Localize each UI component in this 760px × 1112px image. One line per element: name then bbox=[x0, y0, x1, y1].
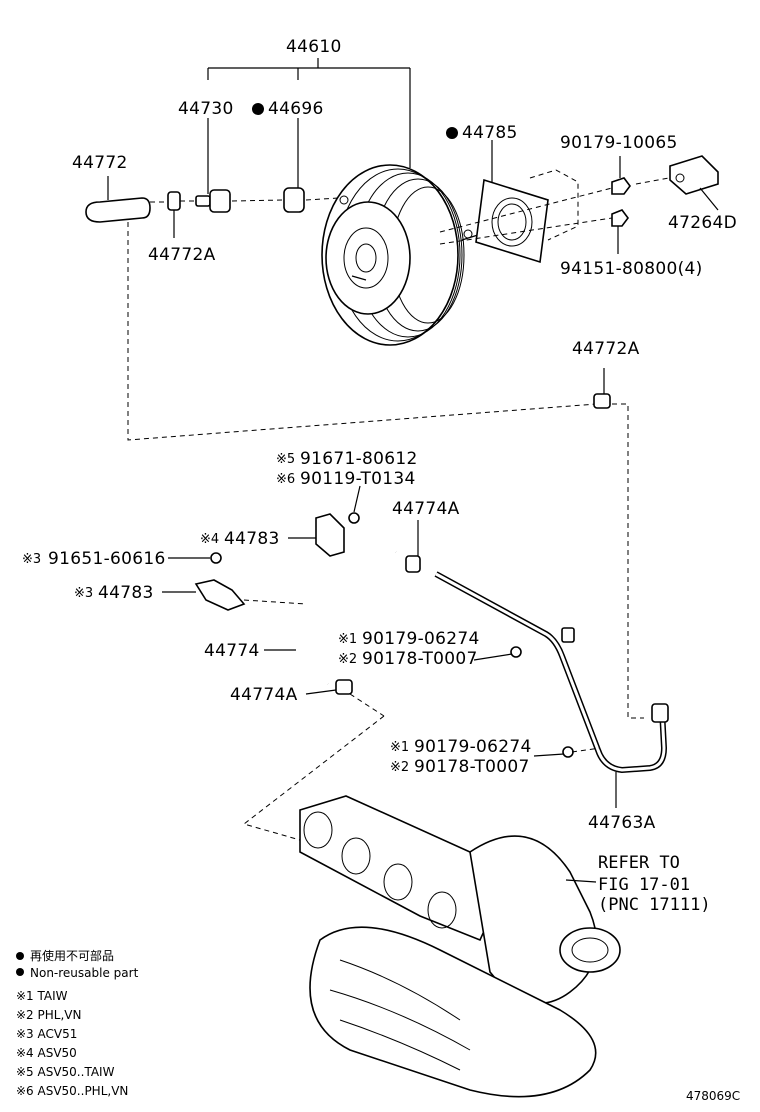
label-90178-t0007-b: 90178-T0007 bbox=[414, 757, 530, 777]
label-44774a-lower: 44774A bbox=[230, 685, 298, 705]
label-90179-06274-a: 90179-06274 bbox=[362, 629, 480, 649]
label-44774a-mid: 44774A bbox=[392, 499, 460, 519]
label-44783-b: 44783 bbox=[98, 583, 154, 603]
legend-note-5: ※5 ASV50..TAIW bbox=[16, 1065, 115, 1079]
legend-note-3: ※3 ACV51 bbox=[16, 1027, 77, 1041]
bullet-icon bbox=[16, 952, 24, 960]
code-nut4: ※2 bbox=[390, 760, 409, 775]
code-nut1: ※1 bbox=[338, 632, 357, 647]
refer-line-3[interactable]: (PNC 17111) bbox=[598, 895, 711, 915]
code-bracket-a: ※4 bbox=[200, 532, 219, 547]
mount-dashes bbox=[439, 169, 681, 245]
clamp-right-drawing bbox=[593, 368, 611, 409]
label-44772a-right: 44772A bbox=[572, 339, 640, 359]
tube-44763a-drawing bbox=[434, 571, 669, 808]
label-90119-t0134: 90119-T0134 bbox=[300, 469, 416, 489]
code-screw: ※3 bbox=[22, 552, 41, 567]
code-nut2: ※2 bbox=[338, 652, 357, 667]
hose-44774-drawing bbox=[242, 520, 421, 841]
label-44772: 44772 bbox=[72, 153, 128, 173]
legend-en: Non-reusable part bbox=[30, 966, 139, 980]
label-90179-06274-b: 90179-06274 bbox=[414, 737, 532, 757]
bracket-47264d-drawing bbox=[669, 155, 719, 211]
dashed-route-main bbox=[127, 222, 644, 719]
gasket-drawing bbox=[475, 140, 549, 264]
code-clip-a: ※5 bbox=[276, 452, 295, 467]
bullet-icon bbox=[446, 127, 458, 139]
label-44763a: 44763A bbox=[588, 813, 656, 833]
refer-line-2[interactable]: FIG 17-01 bbox=[598, 875, 690, 895]
non-reusable-marker-44696 bbox=[252, 103, 264, 115]
label-44783-a: 44783 bbox=[224, 529, 280, 549]
legend-note-1: ※1 TAIW bbox=[16, 989, 68, 1003]
check-valve-drawing bbox=[195, 187, 339, 213]
bracket-44783-drawing bbox=[162, 485, 361, 651]
bullet-icon bbox=[16, 968, 24, 976]
code-nut3: ※1 bbox=[390, 740, 409, 755]
legend-note-6: ※6 ASV50..PHL,VN bbox=[16, 1084, 128, 1098]
label-44730: 44730 bbox=[178, 99, 234, 119]
label-44774: 44774 bbox=[204, 641, 260, 661]
fasteners-top bbox=[611, 156, 631, 254]
non-reusable-marker-44785 bbox=[446, 127, 458, 139]
label-91671-80612: 91671-80612 bbox=[300, 449, 418, 469]
label-91651-60616: 91651-60616 bbox=[48, 549, 166, 569]
label-44610: 44610 bbox=[286, 37, 342, 57]
brake-booster-drawing bbox=[321, 164, 501, 346]
label-90179-10065: 90179-10065 bbox=[560, 133, 678, 153]
label-94151-80800: 94151-80800(4) bbox=[560, 259, 703, 279]
figure-id: 478069C bbox=[686, 1089, 740, 1103]
bullet-icon bbox=[252, 103, 264, 115]
label-44785: 44785 bbox=[462, 123, 518, 143]
label-44696: 44696 bbox=[268, 99, 324, 119]
label-44772a-top: 44772A bbox=[148, 245, 216, 265]
code-clip-b: ※6 bbox=[276, 472, 295, 487]
code-bracket-b: ※3 bbox=[74, 586, 93, 601]
label-47264d: 47264D bbox=[668, 213, 737, 233]
bracket-lines-44610 bbox=[207, 58, 411, 194]
legend-jp: 再使用不可部品 bbox=[30, 948, 114, 963]
legend: 再使用不可部品 Non-reusable part ※1 TAIW ※2 PHL… bbox=[16, 948, 139, 1098]
legend-note-4: ※4 ASV50 bbox=[16, 1046, 77, 1060]
hose-44772-drawing bbox=[85, 176, 196, 238]
intake-manifold-drawing bbox=[299, 795, 621, 1098]
label-90178-t0007-a: 90178-T0007 bbox=[362, 649, 478, 669]
refer-line-1[interactable]: REFER TO bbox=[598, 853, 680, 873]
legend-note-2: ※2 PHL,VN bbox=[16, 1008, 81, 1022]
